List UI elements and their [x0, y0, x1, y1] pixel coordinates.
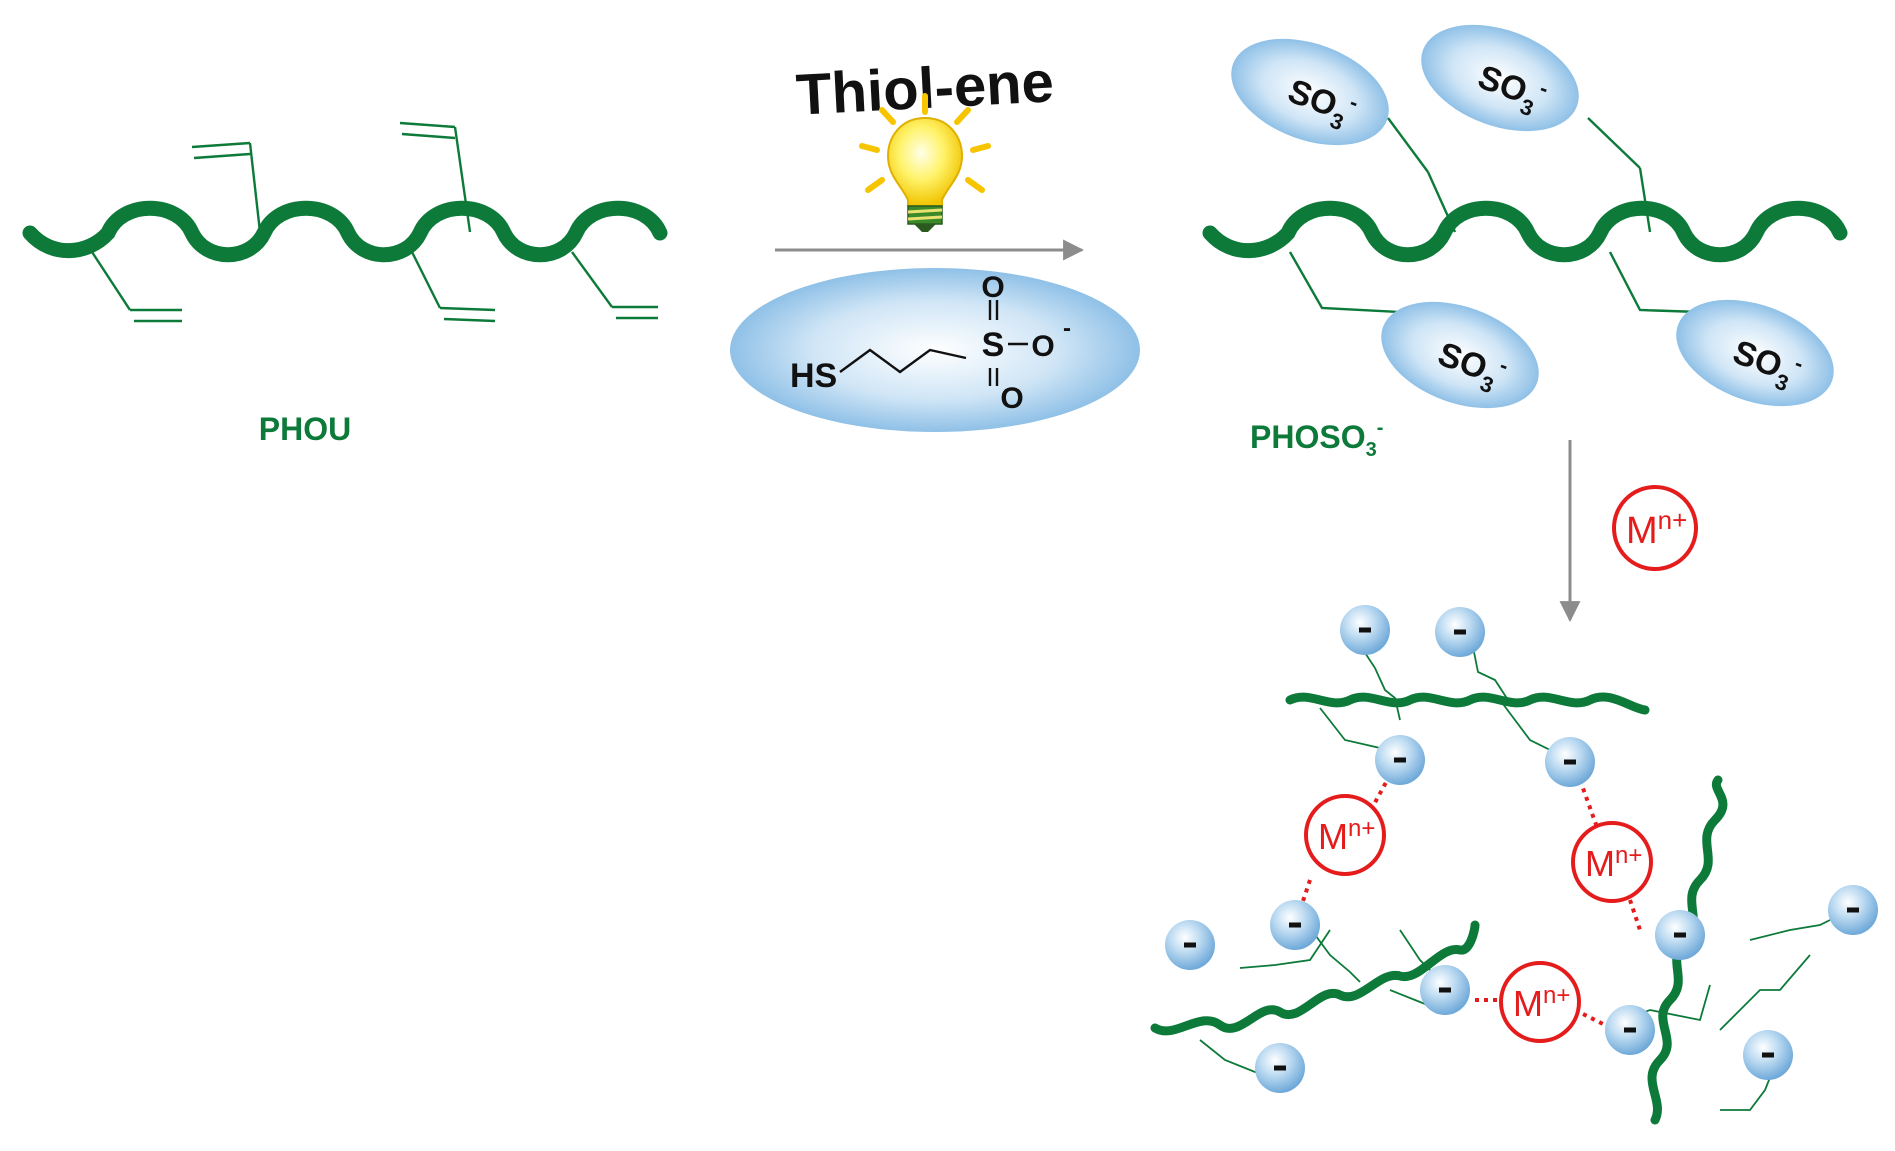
sulfonate-bead: [1340, 605, 1390, 655]
thiol-reagent: HS S O O O -: [730, 268, 1140, 432]
lightbulb-icon: [859, 93, 991, 232]
sulfonate-bead: [1545, 737, 1595, 787]
svg-text:Mn+: Mn+: [1513, 982, 1570, 1024]
sulfonate-bead: [1255, 1043, 1305, 1093]
thiol-ene-label: Thiol-ene: [795, 49, 1056, 127]
sulfonate-bead: [1605, 1005, 1655, 1055]
oxygen-top-label: O: [981, 271, 1004, 304]
metal-ion-reagent: Mn+: [1612, 485, 1698, 571]
svg-text:Mn+: Mn+: [1318, 815, 1375, 857]
sulfonate-group: SO3-: [1231, 38, 1389, 146]
oxygen-bottom-label: O: [1000, 382, 1023, 415]
oxygen-anion-charge: -: [1063, 315, 1071, 342]
sulfonate-group: SO3-: [1676, 299, 1834, 407]
oxygen-anion-label: O: [1031, 330, 1054, 363]
phoso3-polymer: SO3- SO3- SO3- SO3-: [1202, 24, 1848, 409]
phou-polymer: [22, 121, 668, 323]
metal-ion-nodes: Mn+ Mn+ Mn+: [1304, 794, 1653, 1043]
phoso3-backbone: [1202, 200, 1848, 263]
sulfur-label: S: [982, 326, 1005, 364]
sulfonate-bead: [1655, 910, 1705, 960]
ionic-network: Mn+ Mn+ Mn+: [1150, 605, 1878, 1125]
phou-label: PHOU: [259, 411, 351, 447]
svg-text:Mn+: Mn+: [1626, 505, 1687, 552]
phou-backbone: [22, 200, 668, 263]
sulfonate-bead: [1435, 607, 1485, 657]
metal-ion-node: Mn+: [1571, 821, 1653, 903]
sulfonate-bead: [1270, 900, 1320, 950]
sulfonate-bead: [1420, 965, 1470, 1015]
phoso3-label: PHOSO3-: [1250, 417, 1383, 461]
network-backbones: [1150, 692, 1728, 1125]
hs-label: HS: [790, 357, 837, 395]
sulfonate-bead: [1375, 735, 1425, 785]
sulfonate-bead: [1828, 885, 1878, 935]
metal-ion-node: Mn+: [1304, 794, 1386, 876]
ionic-bonds: [1298, 774, 1642, 1027]
sulfonate-group: SO3-: [1381, 301, 1539, 409]
phoso3-side-chains: [1288, 117, 1701, 314]
svg-text:Mn+: Mn+: [1585, 842, 1642, 884]
metal-ion-node: Mn+: [1499, 961, 1581, 1043]
sulfonate-bead: [1743, 1030, 1793, 1080]
sulfonate-bead: [1165, 920, 1215, 970]
sulfonate-group: SO3-: [1421, 24, 1579, 132]
